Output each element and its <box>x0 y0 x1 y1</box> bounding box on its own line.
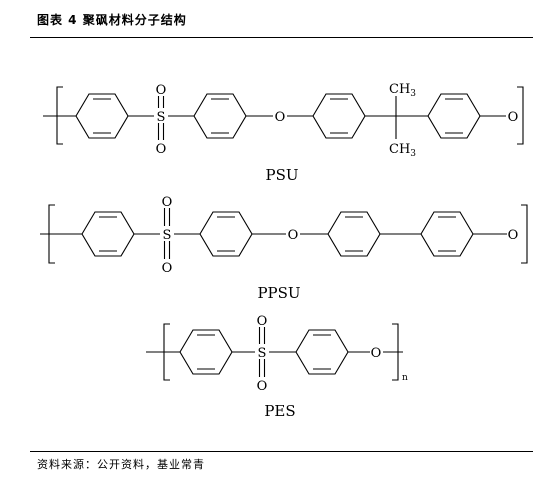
ppsu-ether-oxygen-1: O <box>288 228 299 243</box>
psu-sulfonyl-oxygen-bottom: O <box>156 142 167 157</box>
ppsu-ether-oxygen-2: O <box>508 228 519 243</box>
pes-ether-oxygen: O <box>371 346 382 361</box>
ppsu-sulfur-atom: S <box>163 228 172 243</box>
ppsu-biphenyl-ring-2 <box>420 211 474 257</box>
top-rule <box>30 37 533 38</box>
ppsu-biphenyl-ring-1 <box>327 211 381 257</box>
psu-benzene-ring-2 <box>193 93 247 139</box>
psu-methyl-bottom: CH3 <box>389 142 416 159</box>
psu-benzene-ring-1 <box>75 93 129 139</box>
ppsu-benzene-ring-2 <box>199 211 253 257</box>
ppsu-label: PPSU <box>257 284 300 302</box>
pes-sulfonyl-oxygen-bottom: O <box>257 379 268 394</box>
psu-structure: S O O O CH3 CH3 O PSU <box>43 82 524 184</box>
pes-structure: n S O O O PES <box>146 314 408 420</box>
psu-benzene-ring-3 <box>312 93 366 139</box>
ppsu-right-bracket <box>521 204 528 264</box>
figure-source: 资料来源：公开资料，基业常青 <box>37 458 205 471</box>
bottom-rule <box>30 451 533 452</box>
ppsu-structure: S O O O O PPSU <box>40 195 528 302</box>
ppsu-sulfonyl-oxygen-top: O <box>162 195 173 210</box>
pes-benzene-ring-1 <box>179 329 233 375</box>
psu-right-bracket <box>517 86 524 145</box>
psu-sulfonyl-oxygen-top: O <box>156 83 167 98</box>
psu-ether-oxygen-2: O <box>508 110 519 125</box>
psu-methyl-top: CH3 <box>389 82 416 99</box>
psu-ether-oxygen-1: O <box>275 110 286 125</box>
pes-sulfur-atom: S <box>258 346 267 361</box>
figure-title: 图表 4 聚砜材料分子结构 <box>37 13 187 27</box>
psu-sulfur-atom: S <box>157 110 166 125</box>
psu-label: PSU <box>265 166 298 184</box>
pes-label: PES <box>264 402 295 420</box>
pes-benzene-ring-2 <box>295 329 349 375</box>
pes-sulfonyl-oxygen-top: O <box>257 314 268 329</box>
psu-benzene-ring-4 <box>427 93 481 139</box>
ppsu-sulfonyl-oxygen-bottom: O <box>162 261 173 276</box>
ppsu-benzene-ring-1 <box>81 211 135 257</box>
pes-repeat-subscript: n <box>402 373 408 383</box>
